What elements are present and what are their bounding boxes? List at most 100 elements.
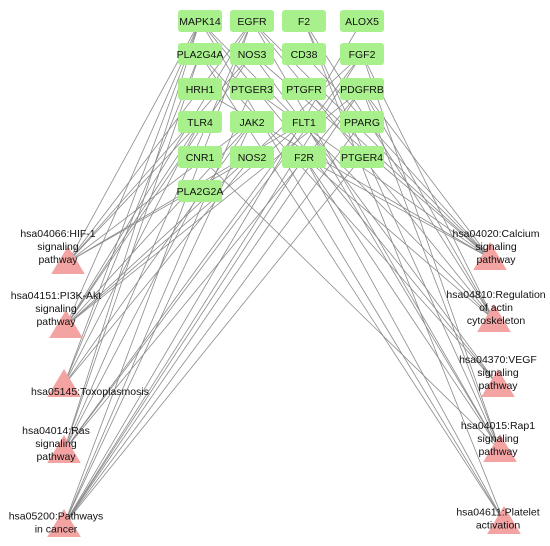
pathway-label-line: hsa04810:Regulation xyxy=(446,289,545,301)
gene-node-nos3[interactable]: NOS3 xyxy=(230,43,274,65)
edge-f2r-hsa04810 xyxy=(303,156,495,321)
triangle-icon xyxy=(481,369,515,397)
triangle-icon xyxy=(473,242,507,270)
edge-cd38-hsa04020 xyxy=(303,53,491,259)
gene-node-jak2[interactable]: JAK2 xyxy=(230,111,274,133)
edge-mapk14-hsa04611 xyxy=(199,20,505,523)
gene-box xyxy=(178,10,222,32)
triangle-icon xyxy=(49,310,83,338)
edge-mapk14-hsa04151 xyxy=(65,20,201,327)
gene-node-pdgfrb[interactable]: PDGFRB xyxy=(340,78,384,100)
gene-node-hrh1[interactable]: HRH1 xyxy=(178,78,222,100)
gene-node-pla2g4a[interactable]: PLA2G4A xyxy=(177,43,224,65)
gene-box xyxy=(282,10,326,32)
gene-box xyxy=(178,146,222,168)
gene-label: PPARG xyxy=(344,117,380,129)
pathway-label-line: pathway xyxy=(478,446,518,458)
edge-pla2g4a-hsa04370 xyxy=(199,53,499,386)
edge-f2r-hsa04611 xyxy=(303,156,505,523)
gene-box xyxy=(178,78,222,100)
edge-fgf2-hsa04810 xyxy=(361,53,495,321)
edge-ptger4-hsa05200 xyxy=(63,156,363,526)
edge-ptgfr-hsa04020 xyxy=(303,88,491,259)
gene-label: CD38 xyxy=(291,49,318,61)
gene-label: FGF2 xyxy=(349,49,376,61)
edge-cnr1-hsa04015 xyxy=(199,156,501,451)
pathway-label-line: in cancer xyxy=(35,524,78,536)
triangle-icon xyxy=(487,506,521,534)
pathway-label-line: hsa04020:Calcium xyxy=(453,228,540,240)
gene-node-nos2[interactable]: NOS2 xyxy=(230,146,274,168)
pathway-label-line: hsa04015:Rap1 xyxy=(461,420,535,432)
gene-label: PTGER4 xyxy=(341,152,383,164)
pathway-label-line: hsa04370:VEGF xyxy=(459,354,537,366)
gene-label: EGFR xyxy=(237,16,267,28)
edge-flt1-hsa04014 xyxy=(63,121,305,452)
gene-label: PDGFRB xyxy=(340,84,384,96)
gene-label: PLA2G2A xyxy=(177,186,224,198)
gene-box xyxy=(230,10,274,32)
gene-label: PTGER3 xyxy=(231,84,273,96)
pathway-label-line: signaling xyxy=(475,241,517,253)
edge-pdgfrb-hsa04015 xyxy=(361,88,501,451)
gene-node-pparg[interactable]: PPARG xyxy=(340,111,384,133)
gene-box xyxy=(230,111,274,133)
edge-jak2-hsa05200 xyxy=(63,121,253,526)
gene-node-f2[interactable]: F2 xyxy=(282,10,326,32)
edge-egfr-hsa04810 xyxy=(251,20,495,321)
gene-label: NOS2 xyxy=(238,152,267,164)
gene-node-ptger3[interactable]: PTGER3 xyxy=(230,78,274,100)
gene-label: HRH1 xyxy=(186,84,215,96)
pathway-label-line: pathway xyxy=(478,380,518,392)
pathway-node-hsa05145[interactable]: hsa05145:Toxoplasmosis xyxy=(31,369,149,398)
pathway-label-line: pathway xyxy=(38,254,78,266)
pathway-label-line: hsa04066:HIF-1 xyxy=(20,228,95,240)
pathway-label-line: signaling xyxy=(37,241,79,253)
gene-node-f2r[interactable]: F2R xyxy=(282,146,326,168)
gene-box xyxy=(340,78,384,100)
pathway-label-line: activation xyxy=(476,520,521,532)
gene-node-cd38[interactable]: CD38 xyxy=(282,43,326,65)
gene-node-cnr1[interactable]: CNR1 xyxy=(178,146,222,168)
gene-box xyxy=(340,43,384,65)
edge-pparg-hsa05200 xyxy=(63,121,363,526)
gene-node-alox5[interactable]: ALOX5 xyxy=(340,10,384,32)
edge-f2-hsa04611 xyxy=(303,20,505,523)
triangle-icon xyxy=(51,246,85,274)
gene-label: NOS3 xyxy=(238,49,267,61)
gene-label: F2R xyxy=(294,152,314,164)
edge-nos3-hsa04151 xyxy=(65,53,253,327)
gene-node-egfr[interactable]: EGFR xyxy=(230,10,274,32)
gene-node-pla2g2a[interactable]: PLA2G2A xyxy=(177,180,224,202)
gene-node-tlr4[interactable]: TLR4 xyxy=(178,111,222,133)
edge-flt1-hsa04015 xyxy=(303,121,501,451)
gene-node-ptger4[interactable]: PTGER4 xyxy=(340,146,384,168)
edge-tlr4-hsa04151 xyxy=(65,121,201,327)
gene-box xyxy=(178,111,222,133)
pathway-label-line: hsa05145:Toxoplasmosis xyxy=(31,386,149,398)
gene-node-mapk14[interactable]: MAPK14 xyxy=(178,10,222,32)
pathway-label-line: hsa04611:Platelet xyxy=(456,507,539,519)
gene-box xyxy=(282,111,326,133)
gene-node-flt1[interactable]: FLT1 xyxy=(282,111,326,133)
edge-jak2-hsa04066 xyxy=(67,121,253,263)
gene-box xyxy=(282,78,326,100)
gene-box xyxy=(230,43,274,65)
gene-node-ptgfr[interactable]: PTGFR xyxy=(282,78,326,100)
edge-nos2-hsa04066 xyxy=(67,156,253,263)
gene-label: CNR1 xyxy=(186,152,215,164)
gene-node-fgf2[interactable]: FGF2 xyxy=(340,43,384,65)
edge-f2-hsa04810 xyxy=(303,20,495,321)
pathway-label-line: pathway xyxy=(476,254,516,266)
